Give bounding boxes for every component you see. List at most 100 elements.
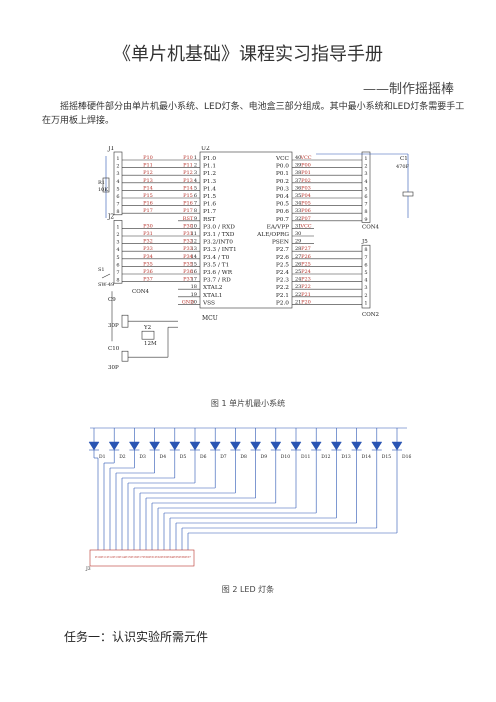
mcu-right-net: P24 (301, 269, 311, 275)
mcu-right-pin-label: P2.1 (276, 293, 289, 299)
mcu-right-pin-number: 21 (295, 299, 301, 305)
mcu-left-pin-number: 2 (194, 163, 197, 169)
j1-net: P12 (143, 170, 153, 176)
mcu-left-net: GND (182, 299, 194, 305)
mcu-left-pin-label: P3.3 / INT1 (203, 247, 237, 253)
mcu-left-net: P34 (183, 254, 193, 260)
j3-header-pin-label: P16 (131, 555, 137, 559)
j5-pin-number: 6 (364, 262, 367, 268)
mcu-left-pin-label: P3.0 / RXD (203, 224, 235, 230)
j3-header-pin-label: P14 (119, 555, 125, 559)
led-diode (250, 441, 262, 451)
j2-net: P36 (143, 269, 153, 275)
mcu-left-pin-number: 7 (194, 201, 197, 207)
mcu-left-pin-label: VSS (202, 300, 215, 306)
j1-net: P17 (143, 208, 153, 214)
j2-net: P31 (143, 231, 153, 237)
mcu-right-pin-label: P2.2 (276, 285, 289, 291)
mcu-right-pin-label: P0.6 (276, 209, 289, 215)
mcu-left-pin-number: 16 (191, 269, 197, 275)
j1-net: P10 (143, 155, 153, 161)
led-diode (310, 441, 322, 451)
mcu-left-pin-number: 19 (191, 292, 197, 298)
mcu-ref: U2 (201, 146, 210, 152)
mcu-left-pin-label: P3.2/INT0 (203, 240, 233, 246)
mcu-left-pin-number: 15 (191, 261, 197, 267)
y2-crystal (141, 330, 155, 340)
led-diode (149, 441, 161, 451)
j5-pin-number: 5 (364, 270, 367, 276)
con2-label: CON2 (362, 312, 379, 318)
mcu-right-pin-number: 25 (295, 269, 301, 275)
j2-net: P34 (143, 254, 153, 260)
mcu-right-pin-number: 31 (295, 223, 301, 229)
mcu-right-pin-number: 36 (295, 185, 301, 191)
mcu-right-net: P01 (301, 170, 311, 176)
mcu-right-pin-label: P2.3 (276, 278, 289, 284)
intro-paragraph: 摇摇棒硬件部分由单片机最小系统、LED灯条、电池盒三部分组成。其中最小系统和LE… (42, 102, 465, 126)
j2-pin-number: 1 (116, 224, 119, 230)
j5-pin-number: 8 (364, 247, 367, 253)
j1-net: P11 (143, 163, 153, 169)
mcu-right-pin-number: 24 (295, 277, 301, 283)
led-diode (270, 441, 282, 451)
j3-header-pin-label: P33 (161, 555, 167, 559)
mcu-right-pin-label: P0.7 (276, 217, 289, 223)
j2-pin-number: 7 (116, 270, 119, 276)
mcu-left-net: P30 (183, 223, 193, 229)
j3-header-ref: J3 (85, 566, 91, 572)
j2-pin-number: 5 (116, 255, 119, 261)
mcu-left-pin-label: P3.6 / WR (203, 270, 233, 276)
j1-pin-number: 5 (116, 186, 119, 192)
led-diode (189, 441, 201, 451)
led-label: D9 (261, 454, 268, 460)
j3-header-pin-label: P34 (167, 555, 173, 559)
j3-header-pin-label: P10 (95, 555, 101, 559)
j2-net: P35 (143, 261, 153, 267)
led-diode (209, 441, 221, 451)
mcu-left-pin-label: P1.7 (203, 209, 216, 215)
mcu-right-pin-label: P2.7 (276, 247, 289, 253)
mcu-right-net: VCC (299, 155, 311, 161)
mcu-right-pin-number: 32 (295, 216, 301, 222)
j2-pin-number: 8 (116, 278, 119, 284)
mcu-right-net: P21 (301, 292, 311, 298)
mcu-left-pin-label: XTAL2 (203, 285, 223, 291)
mcu-left-pin-number: 1 (194, 155, 197, 161)
j1-pin-number: 2 (116, 164, 119, 170)
j5-pin-number: 4 (364, 278, 367, 284)
mcu-right-pin-number: 26 (295, 261, 301, 267)
led-diode (108, 441, 120, 451)
mcu-left-pin-label: P1.0 (203, 156, 216, 162)
con4-pin-number: 1 (364, 156, 367, 162)
mcu-right-pin-number: 38 (295, 170, 301, 176)
y2-value: 12M (144, 341, 157, 347)
led-label: D12 (321, 454, 330, 460)
j2-ref: J2 (107, 213, 114, 220)
mcu-right-pin-number: 40 (295, 155, 301, 161)
mcu-right-pin-number: 23 (295, 284, 301, 290)
j1-pin-number: 8 (116, 209, 119, 215)
led-diode (229, 441, 241, 451)
mcu-right-pin-number: 30 (295, 231, 301, 237)
mcu-left-pin-number: 18 (191, 284, 197, 290)
c9-value: 30P (108, 323, 119, 329)
mcu-left-pin-label: P3.1 / TXD (203, 232, 235, 238)
c10-ref: C10 (108, 346, 120, 352)
j3-header-pin-label: P11 (101, 555, 107, 559)
mcu-left-net: P36 (183, 269, 193, 275)
mcu-left-pin-number: 10 (191, 223, 197, 229)
con4-pin-number: 5 (364, 186, 367, 192)
mcu-left-pin-number: 6 (194, 193, 197, 199)
led-label: D14 (362, 454, 371, 460)
mcu-right-net: P05 (301, 201, 311, 207)
mcu-right-net: P02 (301, 178, 311, 184)
mcu-left-net: P17 (183, 208, 193, 214)
led-diode (351, 441, 363, 451)
c10-value: 30P (108, 365, 119, 371)
mcu-right-net: P22 (301, 284, 311, 290)
mcu-right-pin-label: ALE/OPRG (256, 232, 289, 238)
mcu-left-pin-number: 12 (191, 239, 197, 245)
mcu-left-pin-number: 17 (191, 277, 197, 283)
